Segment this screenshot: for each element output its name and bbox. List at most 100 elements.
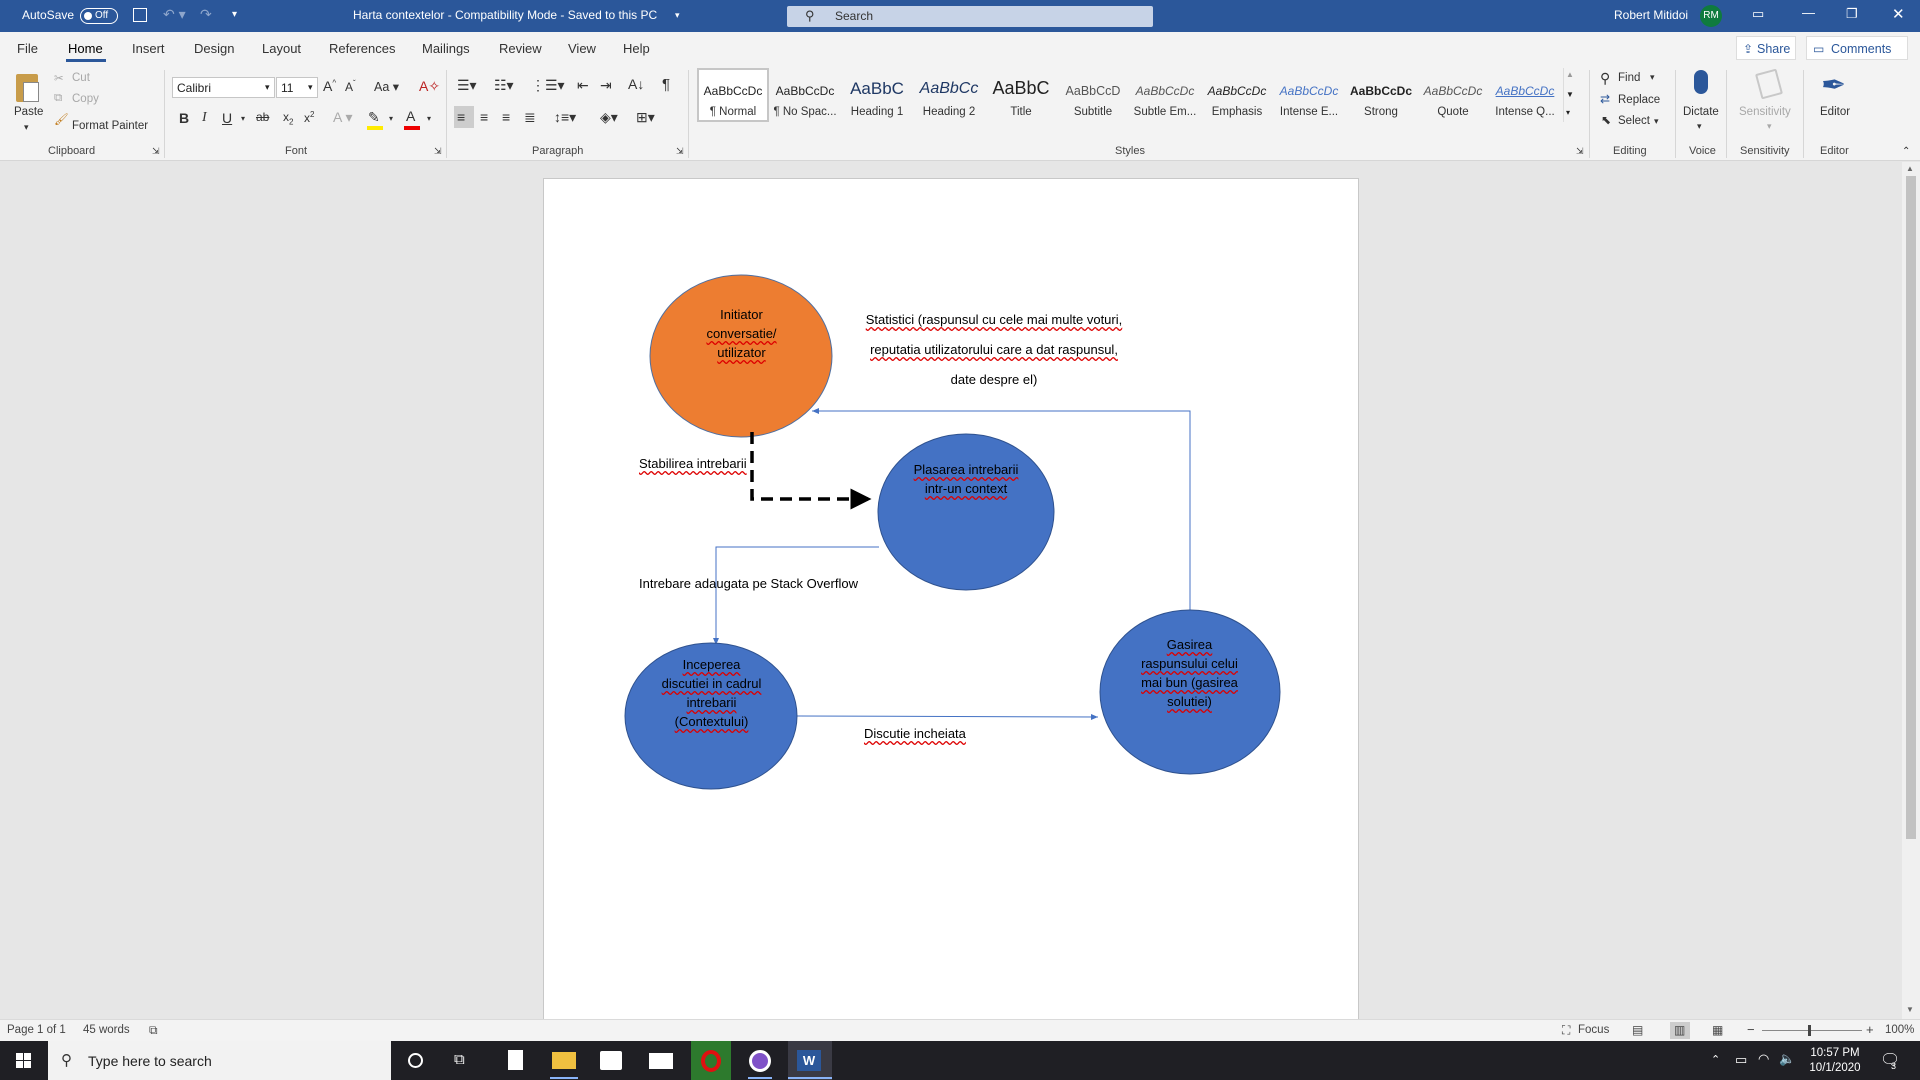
font-color-icon[interactable]: A xyxy=(406,108,416,124)
node-gasirea-circle[interactable] xyxy=(1099,609,1281,775)
styles-scroll[interactable]: ▲ ▼ ▾ xyxy=(1563,68,1576,122)
bullets-icon[interactable]: ☰▾ xyxy=(457,77,477,93)
paste-button[interactable]: Paste xyxy=(14,106,44,118)
redo-icon[interactable]: ↷ xyxy=(200,6,212,22)
save-icon[interactable] xyxy=(133,8,147,22)
avatar[interactable]: RM xyxy=(1700,5,1722,27)
proofing-icon[interactable]: ⧉ xyxy=(149,1023,158,1037)
document-canvas[interactable]: Initiator conversatie/ utilizator Plasar… xyxy=(0,162,1902,1019)
underline-chevron-down-icon[interactable]: ▾ xyxy=(241,114,246,123)
search-input[interactable]: Search xyxy=(835,9,874,23)
change-case-icon[interactable]: Aa ▾ xyxy=(374,80,400,94)
print-layout-icon[interactable]: ▥ xyxy=(1674,1023,1686,1037)
wifi-icon[interactable]: ◠ xyxy=(1758,1051,1770,1066)
tab-references[interactable]: References xyxy=(329,41,396,56)
text-effects-icon[interactable]: A ▾ xyxy=(333,109,353,125)
align-left-icon[interactable]: ≡ xyxy=(457,109,466,125)
collapse-ribbon-icon[interactable]: ⌃ xyxy=(1902,146,1911,157)
cut-button[interactable]: Cut xyxy=(72,72,90,84)
tab-layout[interactable]: Layout xyxy=(262,41,302,56)
word-count[interactable]: 45 words xyxy=(83,1024,130,1036)
format-painter-button[interactable]: Format Painter xyxy=(72,120,149,132)
web-layout-icon[interactable]: ▦ xyxy=(1712,1023,1724,1037)
shrink-font-icon[interactable]: Aˇ xyxy=(345,79,356,94)
align-center-icon[interactable]: ≡ xyxy=(480,109,489,125)
app-icon-purple[interactable] xyxy=(749,1050,771,1072)
dictate-button[interactable]: Dictate xyxy=(1683,106,1719,118)
store-icon[interactable] xyxy=(600,1051,622,1070)
editor-button[interactable]: Editor xyxy=(1820,106,1851,118)
close-icon[interactable]: ✕ xyxy=(1892,6,1905,23)
microphone-icon[interactable] xyxy=(1694,70,1708,94)
focus-button[interactable]: Focus xyxy=(1578,1024,1610,1036)
tab-help[interactable]: Help xyxy=(623,41,650,56)
document-page[interactable]: Initiator conversatie/ utilizator Plasar… xyxy=(543,178,1359,1019)
font-color-chevron-down-icon[interactable]: ▾ xyxy=(427,114,432,123)
tab-view[interactable]: View xyxy=(568,41,596,56)
read-mode-icon[interactable]: ▤ xyxy=(1632,1023,1644,1037)
vertical-scrollbar[interactable]: ▲ ▼ xyxy=(1902,162,1920,1019)
tab-insert[interactable]: Insert xyxy=(132,41,165,56)
select-button[interactable]: Select xyxy=(1618,115,1650,127)
word-icon[interactable]: W xyxy=(797,1050,821,1071)
zoom-level[interactable]: 100% xyxy=(1885,1024,1915,1036)
minimize-icon[interactable]: — xyxy=(1802,5,1815,20)
font-size-select[interactable]: 11 ▾ xyxy=(276,77,318,98)
find-button[interactable]: Find xyxy=(1618,72,1641,84)
style-normal[interactable]: AaBbCcDc¶ Normal xyxy=(703,84,763,118)
bold-button[interactable]: B xyxy=(179,110,190,126)
increase-indent-icon[interactable]: ⇥ xyxy=(600,77,612,93)
autosave-toggle[interactable]: Off xyxy=(80,8,118,24)
notifications-icon[interactable]: 🗨 xyxy=(1880,1052,1901,1069)
battery-icon[interactable]: ▭ xyxy=(1735,1052,1748,1067)
cortana-icon[interactable] xyxy=(408,1053,423,1068)
replace-button[interactable]: Replace xyxy=(1618,94,1661,106)
tab-home[interactable]: Home xyxy=(68,41,103,56)
file-explorer-icon[interactable] xyxy=(552,1052,576,1069)
taskbar-search-box[interactable]: ⚲ Type here to search xyxy=(48,1041,391,1080)
tab-mailings[interactable]: Mailings xyxy=(422,41,470,56)
styles-launcher-icon[interactable]: ⇲ xyxy=(1576,146,1584,156)
justify-icon[interactable]: ≣ xyxy=(524,109,536,125)
restore-icon[interactable]: ❐ xyxy=(1846,6,1858,21)
undo-icon[interactable]: ↶ ▾ xyxy=(163,6,186,22)
share-button[interactable]: ⇪ Share xyxy=(1736,36,1796,60)
paste-chevron-down-icon[interactable]: ▾ xyxy=(24,122,29,132)
multilevel-list-icon[interactable]: ⋮☰▾ xyxy=(531,77,565,93)
shading-icon[interactable]: ◈▾ xyxy=(600,109,618,125)
numbering-icon[interactable]: ☷▾ xyxy=(494,77,514,93)
subscript-icon[interactable]: x2 xyxy=(283,110,294,127)
decrease-indent-icon[interactable]: ⇤ xyxy=(577,77,589,93)
customize-qat-icon[interactable]: ▾ xyxy=(232,9,238,20)
clock[interactable]: 10:57 PM 10/1/2020 xyxy=(1809,1047,1861,1074)
volume-icon[interactable]: 🔈 xyxy=(1779,1051,1796,1066)
comments-button[interactable]: ▭ Comments xyxy=(1806,36,1908,60)
zoom-out-icon[interactable]: − xyxy=(1747,1022,1755,1037)
tab-review[interactable]: Review xyxy=(499,41,542,56)
title-chevron-down-icon[interactable]: ▾ xyxy=(675,10,680,20)
tab-design[interactable]: Design xyxy=(194,41,235,56)
user-name[interactable]: Robert Mitidoi xyxy=(1614,8,1689,22)
document-title[interactable]: Harta contextelor - Compatibility Mode -… xyxy=(353,8,658,22)
taskbar-search-input[interactable]: Type here to search xyxy=(88,1053,212,1069)
highlight-icon[interactable]: ✎ xyxy=(368,109,380,125)
clipboard-launcher-icon[interactable]: ⇲ xyxy=(152,146,160,156)
show-hidden-icons-icon[interactable]: ⌃ xyxy=(1711,1054,1721,1066)
search-box[interactable]: ⚲ Search xyxy=(787,6,1153,27)
tab-file[interactable]: File xyxy=(17,41,38,56)
opera-icon[interactable] xyxy=(701,1050,721,1072)
zoom-slider[interactable] xyxy=(1762,1030,1862,1031)
grow-font-icon[interactable]: A^ xyxy=(323,78,337,94)
copy-button[interactable]: Copy xyxy=(72,93,99,105)
scroll-thumb[interactable] xyxy=(1906,176,1916,839)
mail-icon[interactable] xyxy=(649,1053,673,1069)
style-no-spacing[interactable]: AaBbCcDc¶ No Spac... xyxy=(773,84,837,118)
